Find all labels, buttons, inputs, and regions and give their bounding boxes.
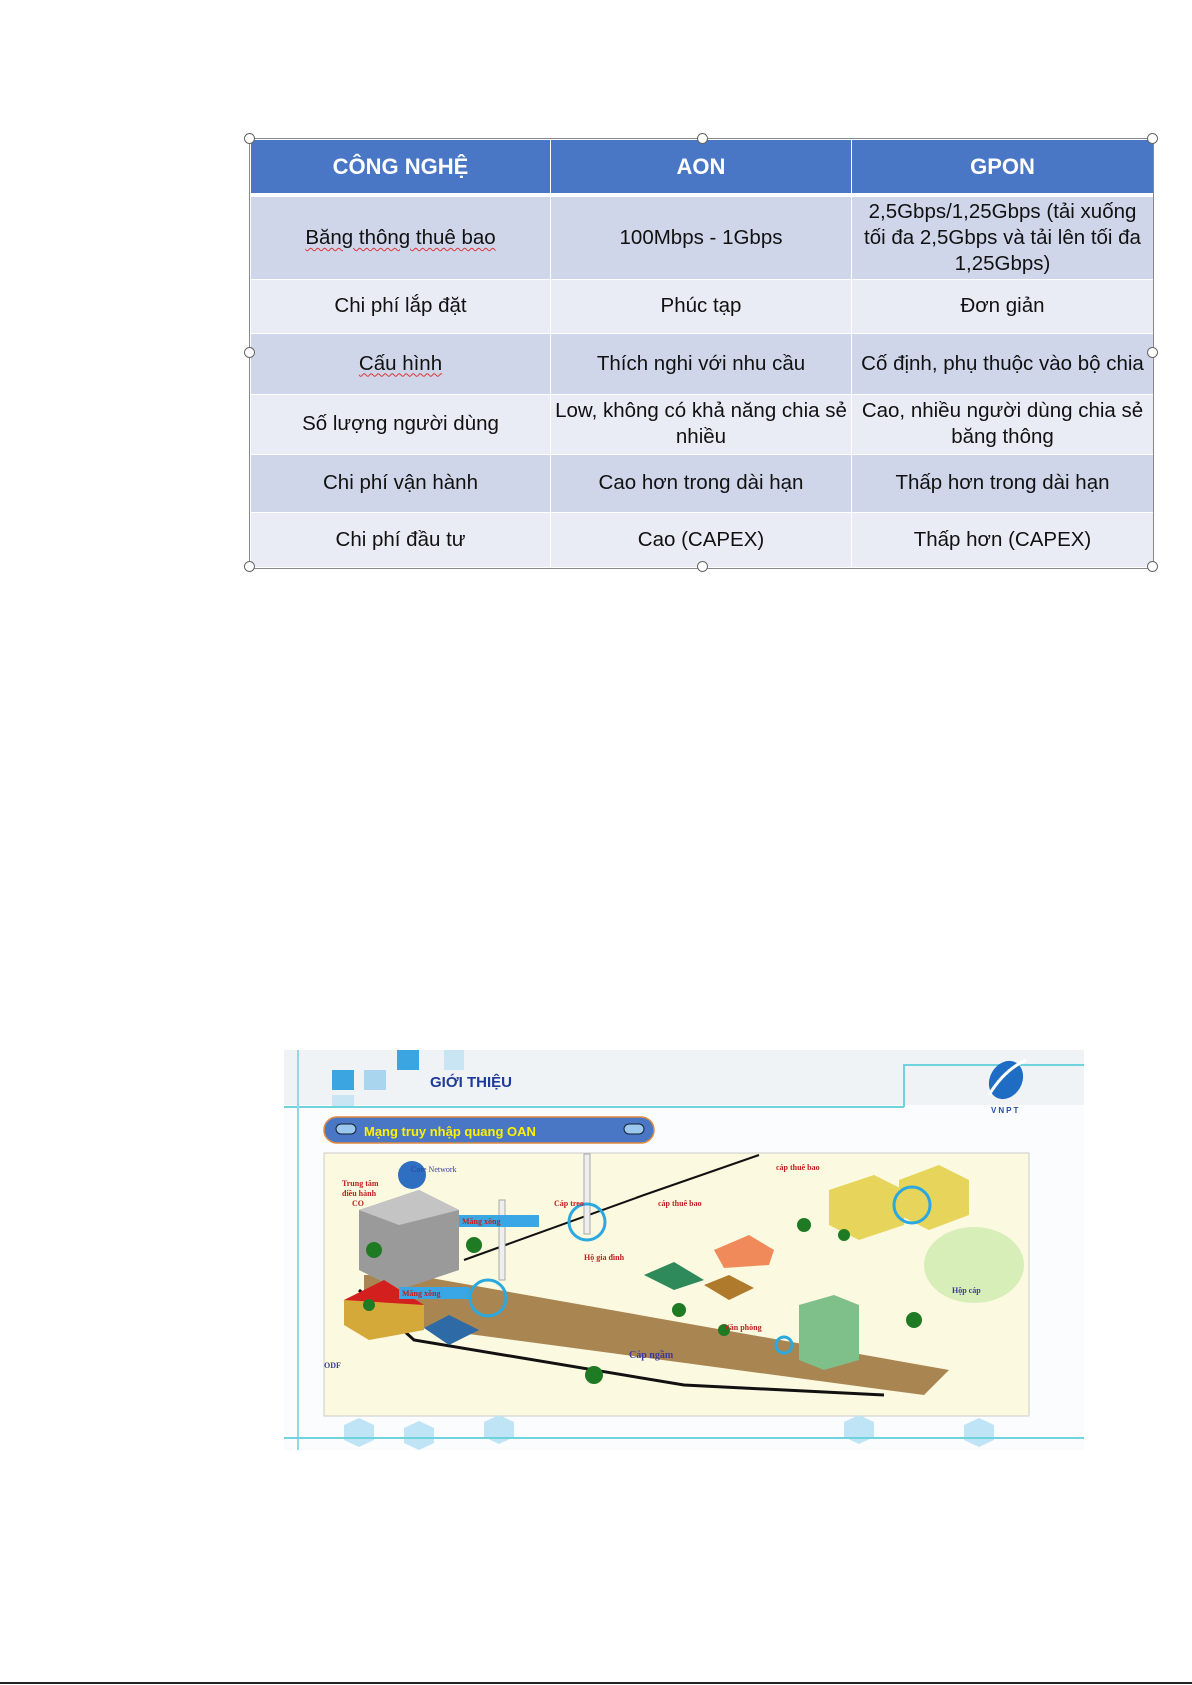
- vnpt-logo: VNPT: [987, 1058, 1027, 1115]
- resize-handle[interactable]: [244, 133, 255, 144]
- page-bottom-rule: [0, 1682, 1192, 1684]
- table-cell: Chi phí đầu tư: [250, 511, 551, 568]
- svg-text:ODF: ODF: [324, 1361, 341, 1370]
- table-cell: Thích nghi với nhu cầu: [550, 332, 852, 395]
- resize-handle[interactable]: [1147, 561, 1158, 572]
- resize-handle[interactable]: [1147, 133, 1158, 144]
- table-row: Chi phí vận hành Cao hơn trong dài hạn T…: [250, 453, 1154, 513]
- header-technology: CÔNG NGHỆ: [250, 139, 551, 197]
- comparison-table[interactable]: CÔNG NGHỆ AON GPON Băng thông thuê bao 1…: [250, 139, 1154, 568]
- table-cell: Thấp hơn (CAPEX): [851, 511, 1154, 568]
- svg-text:cáp thuê bao: cáp thuê bao: [658, 1199, 702, 1208]
- resize-handle[interactable]: [697, 561, 708, 572]
- table-cell: Số lượng người dùng: [250, 393, 551, 455]
- resize-handle[interactable]: [1147, 347, 1158, 358]
- table-cell: Cao, nhiều người dùng chia sẻ băng thông: [851, 393, 1154, 455]
- table-cell: Low, không có khả năng chia sẻ nhiều: [550, 393, 852, 455]
- svg-text:Cáp treo: Cáp treo: [554, 1199, 584, 1208]
- subtitle-banner: [323, 1116, 655, 1144]
- svg-text:Core Network: Core Network: [411, 1165, 457, 1174]
- svg-text:Cáp ngầm: Cáp ngầm: [629, 1350, 674, 1361]
- table-cell: Băng thông thuê bao: [250, 194, 551, 280]
- svg-text:điều hành: điều hành: [342, 1189, 377, 1198]
- svg-text:Măng xông: Măng xông: [402, 1289, 440, 1298]
- svg-text:Trung tâm: Trung tâm: [342, 1179, 379, 1188]
- table-cell: Cao (CAPEX): [550, 511, 852, 568]
- table-cell: Phúc tạp: [550, 278, 852, 334]
- resize-handle[interactable]: [244, 561, 255, 572]
- oan-slide-image: GIỚI THIỆU VNPT Mạng truy nhập quang OAN…: [284, 1050, 1084, 1450]
- svg-text:Hộ gia đình: Hộ gia đình: [584, 1253, 625, 1262]
- header-gpon: GPON: [851, 139, 1154, 197]
- table-cell: Chi phí vận hành: [250, 453, 551, 513]
- table-cell: Đơn giản: [851, 278, 1154, 334]
- table-cell: Cao hơn trong dài hạn: [550, 453, 852, 513]
- table-cell: 100Mbps - 1Gbps: [550, 194, 852, 280]
- svg-text:VNPT: VNPT: [991, 1106, 1020, 1115]
- table-row: Chi phí lắp đặt Phúc tạp Đơn giản: [250, 278, 1154, 334]
- svg-text:CO: CO: [352, 1199, 364, 1208]
- table-cell: 2,5Gbps/1,25Gbps (tải xuống tối đa 2,5Gb…: [851, 194, 1154, 280]
- resize-handle[interactable]: [697, 133, 708, 144]
- table-row: Số lượng người dùng Low, không có khả nă…: [250, 393, 1154, 455]
- table-row: Chi phí đầu tư Cao (CAPEX) Thấp hơn (CAP…: [250, 511, 1154, 568]
- resize-handle[interactable]: [244, 347, 255, 358]
- slide-subtitle: Mạng truy nhập quang OAN: [364, 1124, 536, 1139]
- slide-title: GIỚI THIỆU: [430, 1073, 512, 1091]
- svg-text:Măng xông: Măng xông: [462, 1217, 500, 1226]
- table-cell: Thấp hơn trong dài hạn: [851, 453, 1154, 513]
- svg-text:Hộp cáp: Hộp cáp: [952, 1286, 981, 1295]
- table-row: Cấu hình Thích nghi với nhu cầu Cố định,…: [250, 332, 1154, 395]
- table-cell: Cấu hình: [250, 332, 551, 395]
- svg-text:cáp thuê bao: cáp thuê bao: [776, 1163, 820, 1172]
- table-cell: Cố định, phụ thuộc vào bộ chia: [851, 332, 1154, 395]
- table-header-row: CÔNG NGHỆ AON GPON: [250, 139, 1154, 197]
- header-aon: AON: [550, 139, 852, 197]
- svg-text:Văn phòng: Văn phòng: [724, 1323, 762, 1332]
- table-cell: Chi phí lắp đặt: [250, 278, 551, 334]
- table-row: Băng thông thuê bao 100Mbps - 1Gbps 2,5G…: [250, 194, 1154, 280]
